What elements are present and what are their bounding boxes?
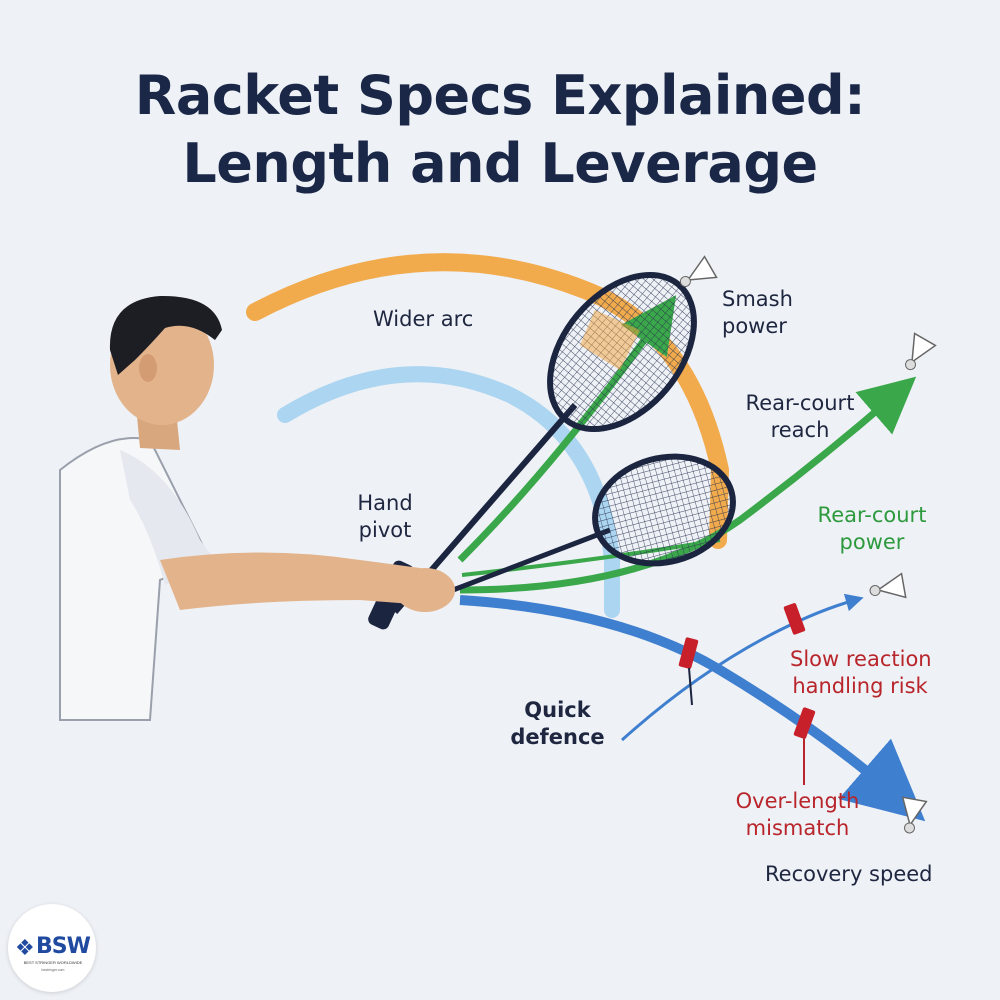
bsw-logo: ❖ BSW BEST STRINGER WORLDWIDE bestringer… (8, 904, 96, 992)
logo-url: bestringer.com (41, 968, 65, 972)
rear-court-power-label: Rear-court power (817, 503, 927, 554)
red-marker-3 (793, 707, 816, 739)
shuttlecock-icon-rear (905, 332, 937, 371)
red-marker-2 (783, 603, 806, 635)
page-title: Racket Specs Explained: Length and Lever… (0, 62, 1000, 198)
logo-mark-icon: ❖ (15, 935, 35, 960)
hand-pivot-label: Hand pivot (357, 491, 413, 542)
red-marker-1 (678, 637, 699, 669)
short-racket (439, 453, 736, 598)
title-line-1: Racket Specs Explained: (134, 64, 866, 127)
shuttlecock-icon-smash (679, 255, 718, 287)
quick-defence-arrow (620, 593, 864, 742)
shuttlecock-icon-recovery (901, 796, 928, 834)
wider-arc-orange (246, 253, 730, 549)
quick-defence-label: Quick defence (510, 698, 605, 749)
recovery-speed-label: Recovery speed (765, 862, 933, 886)
player-illustration (59, 295, 455, 721)
smash-power-label: Smash power (722, 287, 793, 338)
over-length-label: Over-length mismatch (735, 789, 860, 840)
logo-subtitle: BEST STRINGER WORLDWIDE (23, 960, 83, 965)
recovery-speed-arrow (459, 595, 926, 822)
rear-court-reach-label: Rear-court reach (745, 391, 855, 442)
wider-arc-label: Wider arc (373, 307, 474, 331)
shuttlecock-icon-defence (869, 572, 907, 599)
title-line-2: Length and Leverage (182, 132, 818, 195)
logo-text: BSW (36, 934, 91, 959)
slow-reaction-label: Slow reaction handling risk (790, 647, 932, 698)
rear-court-reach-arrow (459, 376, 917, 594)
